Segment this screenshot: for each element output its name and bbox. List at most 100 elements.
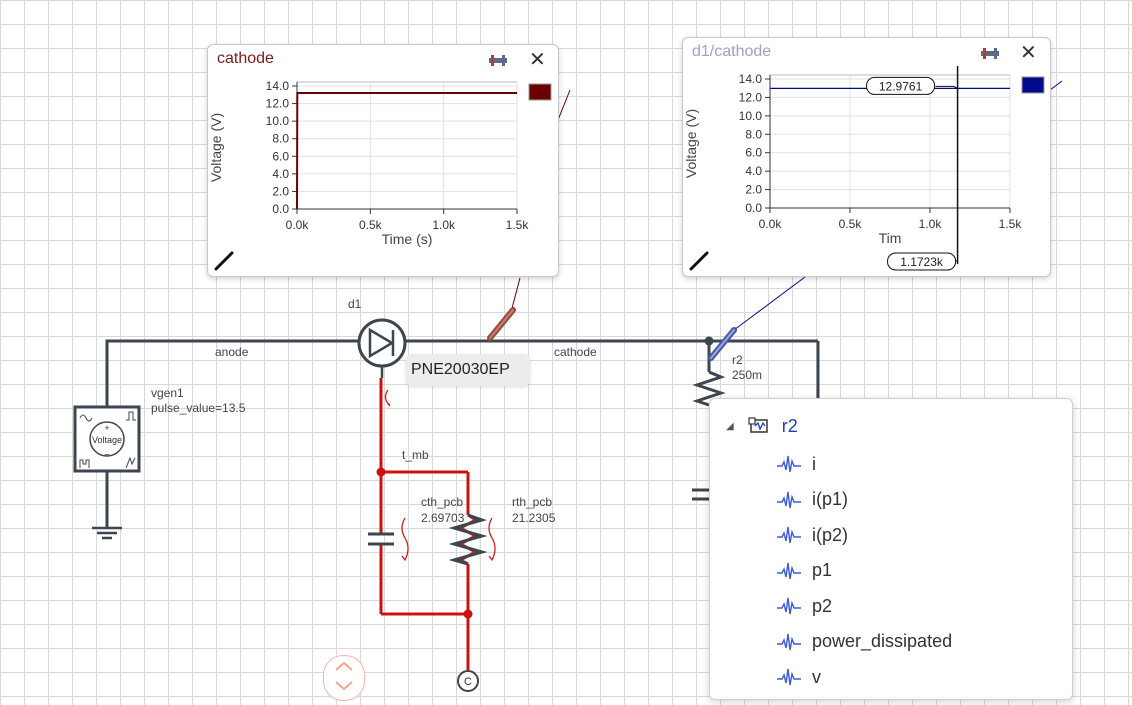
waveform-icon <box>777 526 801 544</box>
y-tick-label: 10.0 <box>266 114 290 128</box>
cursor-value-box <box>866 76 936 95</box>
x-tick-label: 1.5k <box>999 217 1023 231</box>
tree-item[interactable]: p2 <box>776 591 832 621</box>
y-tick-label: 8.0 <box>272 132 289 146</box>
probe2-marker[interactable] <box>708 327 737 361</box>
source-param-label: pulse_value=13.5 <box>151 401 246 415</box>
probe1-marker[interactable] <box>487 307 516 341</box>
probe1-plot: 14.0 12.0 10.0 8.0 6.0 4.0 2.0 0.0 0.0k 0.5k 1.0k 1… <box>208 79 552 247</box>
probe2-lead <box>733 276 806 331</box>
net-label-anode: anode <box>215 345 249 359</box>
tree-item-label: i <box>812 453 816 474</box>
diode-d1[interactable] <box>357 318 407 378</box>
close-icon[interactable]: ✕ <box>529 49 546 71</box>
hidden-capacitor-stub <box>692 488 709 501</box>
svg-text:−: − <box>104 450 110 461</box>
scroll-nav-button[interactable] <box>323 655 365 701</box>
tree-root-label: r2 <box>781 415 798 436</box>
tree-item-label: i(p2) <box>812 524 849 545</box>
y-tick-label: 0.0 <box>272 202 289 216</box>
y-tick-label: 14.0 <box>266 79 290 93</box>
probe-pen-icon[interactable] <box>688 250 710 272</box>
y-tick-label: 2.0 <box>745 183 762 197</box>
voltage-source-vgen1[interactable]: Voltage + − <box>73 405 141 473</box>
waveform-icon <box>777 455 801 473</box>
y-tick-label: 12.0 <box>266 97 290 111</box>
probe-pen-icon[interactable] <box>213 250 235 272</box>
cursor-pointer <box>935 85 958 89</box>
probe-title: cathode <box>217 50 274 67</box>
tree-item[interactable]: p1 <box>776 556 832 586</box>
y-axis-label: Voltage (V) <box>208 113 224 182</box>
probe-window-cathode[interactable]: cathode ✕ 14.0 12.0 10.0 8.0 6.0 4.0 2.0 0.0 0.0… <box>207 44 559 277</box>
waveform-icon <box>777 597 801 615</box>
svg-text:+: + <box>104 423 109 433</box>
pin-icon[interactable] <box>487 52 509 68</box>
plot-area <box>769 74 1011 209</box>
source-body-label: Voltage <box>92 435 122 445</box>
resistor-rth-pcb[interactable] <box>448 513 488 566</box>
cursor-value-label: 12.9761 <box>879 79 923 93</box>
cth-value-label: 2.69703 <box>421 511 465 525</box>
waveform-icon <box>777 668 801 686</box>
tree-item[interactable]: i(p1) <box>776 485 848 515</box>
y-axis-label: Voltage (V) <box>683 109 699 178</box>
capacitor-cth-pcb[interactable] <box>368 532 394 546</box>
legend-swatch <box>1021 76 1045 94</box>
tree-item-label: power_dissipated <box>812 631 953 651</box>
x-tick-label: 0.0k <box>286 218 310 232</box>
y-tick-label: 2.0 <box>272 184 289 198</box>
y-tick-label: 4.0 <box>272 167 289 181</box>
y-tick-label: 12.0 <box>739 90 763 104</box>
resistor-r2[interactable] <box>692 370 726 407</box>
probe-title: d1/cathode <box>692 43 772 60</box>
component-icon <box>748 417 768 433</box>
pin-icon[interactable] <box>979 45 1001 61</box>
terminal-label: C <box>464 676 472 688</box>
tree-item-label: p1 <box>812 560 833 580</box>
tree-item-label: v <box>812 666 821 687</box>
legend-swatch <box>528 83 552 101</box>
x-tick-label: 1.5k <box>506 218 530 232</box>
y-tick-label: 6.0 <box>745 146 762 160</box>
probe1-lead <box>510 277 521 313</box>
series-line <box>296 92 517 210</box>
close-icon[interactable]: ✕ <box>1020 42 1037 64</box>
caret-down-icon[interactable]: ◢ <box>726 420 734 432</box>
y-tick-label: 0.0 <box>745 201 762 215</box>
x-tick-label: 1.0k <box>919 217 943 231</box>
tree-item[interactable]: power_dissipated <box>776 627 952 657</box>
r2-value-label: 250m <box>732 368 763 382</box>
tree-item[interactable]: i(p2) <box>776 520 848 550</box>
y-tick-label: 4.0 <box>745 164 762 178</box>
plot-area <box>296 81 518 210</box>
thermal-arrows <box>384 389 496 562</box>
terminal-c[interactable]: C <box>457 670 479 692</box>
tree-item-label: p2 <box>812 595 833 616</box>
y-tick-label: 10.0 <box>739 109 763 123</box>
waveform-icon <box>777 633 801 650</box>
junction-dots <box>376 467 473 619</box>
ground-symbol <box>92 526 122 540</box>
y-tick-label: 6.0 <box>272 149 289 163</box>
component-tooltip: PNE20030EP <box>406 354 530 386</box>
tree-root-r2[interactable]: ◢ r2 <box>726 413 798 439</box>
waveform-icon <box>777 562 801 579</box>
x-tick-label: 0.5k <box>839 217 863 231</box>
tree-item[interactable]: v <box>776 662 821 692</box>
cursor-time-label: 1.1723k <box>900 255 944 269</box>
rth-name-label: rth_pcb <box>512 495 553 509</box>
tree-item[interactable]: i <box>776 449 816 479</box>
x-tick-label: 1.0k <box>432 218 456 232</box>
tree-item-label: i(p1) <box>812 489 849 509</box>
r2-name-label: r2 <box>732 353 743 367</box>
y-tick-label: 14.0 <box>739 72 763 86</box>
rth-value-label: 21.2305 <box>512 511 556 525</box>
node-tmb-label: t_mb <box>402 448 429 462</box>
x-tick-label: 0.5k <box>359 218 383 232</box>
cth-name-label: cth_pcb <box>421 495 464 509</box>
